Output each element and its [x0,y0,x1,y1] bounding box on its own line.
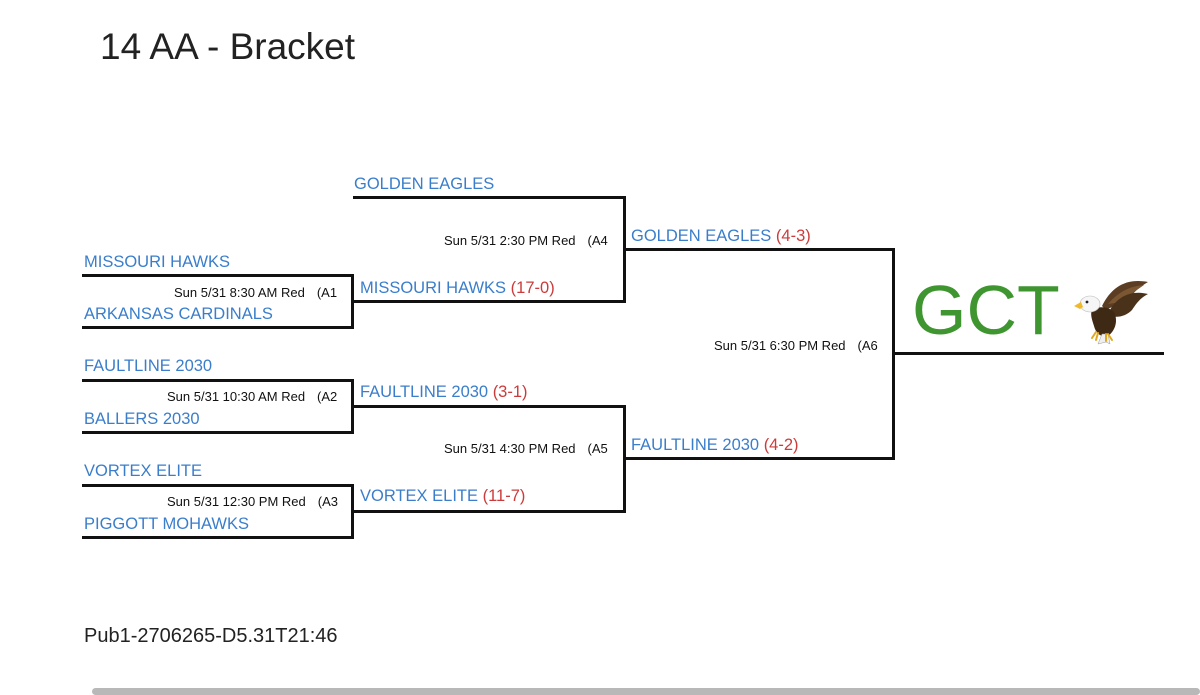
bracket-connector [623,196,626,303]
eagle-icon [1072,276,1152,346]
game-info-a5: Sun 5/31 4:30 PM Red (A5 [444,441,608,457]
score: (4-2) [763,436,799,454]
bracket-line [626,248,895,251]
team-arkansas-cardinals[interactable]: ARKANSAS CARDINALS [84,305,273,323]
footer-publication-code: Pub1-2706265-D5.31T21:46 [84,625,338,647]
team-golden-eagles-bye[interactable]: GOLDEN EAGLES [354,175,495,193]
game-time: Sun 5/31 4:30 PM Red [444,441,576,456]
bracket-connector [623,405,626,513]
game-info-a6: Sun 5/31 6:30 PM Red (A6 [714,338,878,354]
game-id: (A1 [316,285,338,300]
game-time: Sun 5/31 10:30 AM Red [167,389,306,404]
team-name: FAULTLINE 2030 [631,436,760,454]
bracket-line [82,431,354,434]
team-vortex-elite[interactable]: VORTEX ELITE [84,462,202,480]
bracket-line [353,405,626,408]
game-id: (A6 [857,338,878,353]
game-info-a3: Sun 5/31 12:30 PM Red (A3 [167,494,338,510]
score: (3-1) [492,383,528,401]
game-id: (A2 [317,389,338,404]
page-title: 14 AA - Bracket [100,26,356,67]
score: (4-3) [775,227,811,245]
game-info-a1: Sun 5/31 8:30 AM Red (A1 [174,285,337,301]
team-faultline-2030-advanced[interactable]: FAULTLINE 2030 (3-1) [360,382,528,402]
team-name: GOLDEN EAGLES [631,227,772,245]
game-id: (A4 [587,233,608,248]
bracket-connector [351,484,354,539]
bracket-line [82,326,354,329]
team-name: FAULTLINE 2030 [360,383,489,401]
score: (11-7) [482,487,526,505]
team-golden-eagles-final[interactable]: GOLDEN EAGLES (4-3) [631,226,811,246]
horizontal-scrollbar[interactable] [92,688,1200,695]
team-faultline-2030-final[interactable]: FAULTLINE 2030 (4-2) [631,435,799,455]
game-time: Sun 5/31 12:30 PM Red [167,494,306,509]
bracket-line [82,274,354,277]
bracket-line [82,484,354,487]
bracket-connector [351,379,354,434]
team-missouri-hawks[interactable]: MISSOURI HAWKS [84,253,231,271]
game-info-a2: Sun 5/31 10:30 AM Red (A2 [167,389,337,405]
game-info-a4: Sun 5/31 2:30 PM Red (A4 [444,233,608,249]
team-piggott-mohawks[interactable]: PIGGOTT MOHAWKS [84,515,250,533]
team-ballers-2030[interactable]: BALLERS 2030 [84,410,200,428]
game-time: Sun 5/31 2:30 PM Red [444,233,576,248]
team-vortex-elite-advanced[interactable]: VORTEX ELITE (11-7) [360,486,525,506]
bracket-line [82,379,354,382]
team-name: VORTEX ELITE [360,487,478,505]
game-id: (A5 [587,441,608,456]
bracket-line [626,457,895,460]
game-time: Sun 5/31 6:30 PM Red [714,338,846,353]
game-id: (A3 [317,494,338,509]
team-missouri-hawks-advanced[interactable]: MISSOURI HAWKS (17-0) [360,278,555,298]
champion-line [892,352,1164,355]
team-faultline-2030[interactable]: FAULTLINE 2030 [84,357,213,375]
bracket-line [353,510,626,513]
bracket-line [82,536,354,539]
game-time: Sun 5/31 8:30 AM Red [174,285,305,300]
bracket-line [353,196,626,199]
team-name: MISSOURI HAWKS [360,279,507,297]
score: (17-0) [510,279,555,297]
bracket-connector [351,274,354,329]
bracket-line [353,300,626,303]
gct-logo: GCT [912,271,1060,349]
